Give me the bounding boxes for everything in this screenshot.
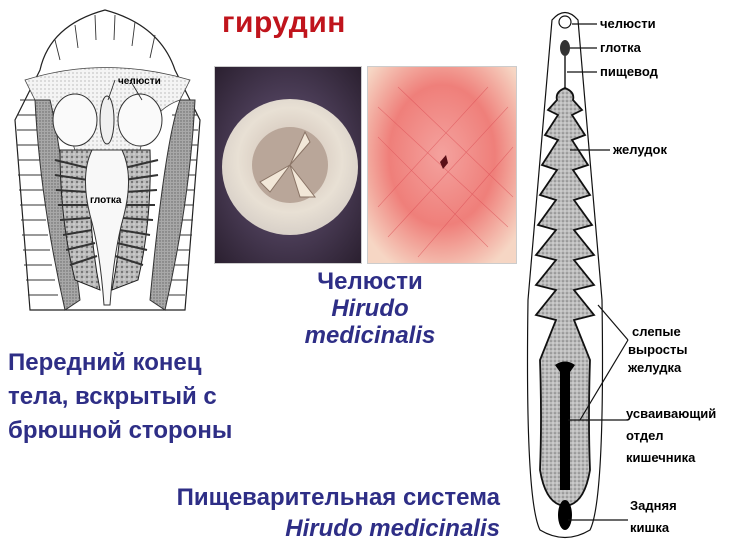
label-absorptive-3: кишечника [626, 450, 696, 465]
label-blind-caeca-1: слепые [632, 324, 681, 339]
label-blind-caeca-2: выросты [628, 342, 688, 357]
digestive-system-caption: Пищеварительная система Hirudo medicinal… [176, 484, 500, 542]
label-absorptive-2: отдел [626, 428, 664, 443]
label-esophagus: пищевод [600, 64, 659, 79]
digestive-system-diagram: челюсти глотка пищевод желудок слепые вы… [526, 11, 716, 539]
anterior-end-caption: Передний конец тела, вскрытый с брюшной … [8, 349, 233, 444]
label-absorptive-1: усваивающий [626, 406, 716, 421]
bite-mark-photo [367, 66, 517, 264]
label-jaws-left: челюсти [118, 76, 161, 87]
anterior-end-diagram: челюсти глотка [14, 9, 201, 311]
label-hindgut-2: кишка [630, 520, 670, 535]
jaws-caption: Челюсти Hirudo medicinalis [304, 268, 436, 349]
jaws-photo [214, 66, 362, 264]
label-hindgut-1: Задняя [630, 498, 677, 513]
label-jaws: челюсти [600, 16, 656, 31]
label-pharynx-left: глотка [90, 195, 122, 206]
label-blind-caeca-3: желудка [627, 360, 682, 375]
label-stomach: желудок [612, 142, 667, 157]
label-pharynx: глотка [600, 40, 642, 55]
page-title: гирудин [222, 6, 346, 39]
